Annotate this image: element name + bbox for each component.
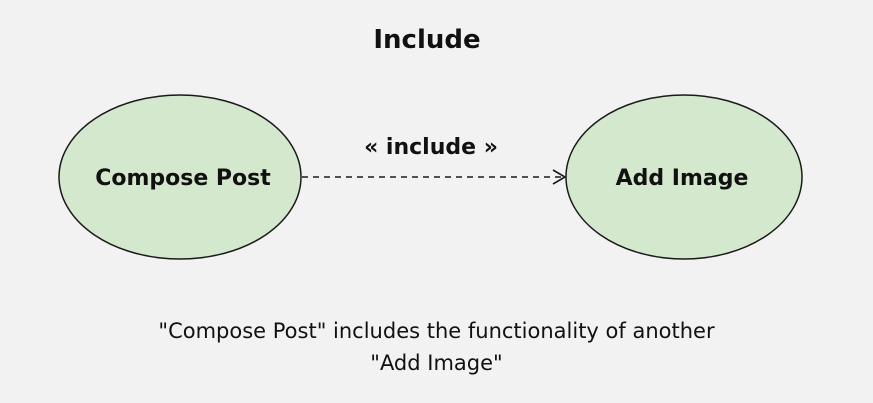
include-arrowhead-icon — [552, 169, 567, 185]
caption-line-1: "Compose Post" includes the functionalit… — [158, 319, 715, 343]
use-case-compose-post-label: Compose Post — [95, 166, 271, 191]
use-case-add-image-label: Add Image — [616, 166, 749, 191]
include-relationship-label: « include » — [364, 135, 498, 160]
diagram-title: Include — [373, 25, 480, 55]
use-case-compose-post — [58, 94, 302, 260]
caption-line-2: "Add Image" — [370, 351, 503, 375]
